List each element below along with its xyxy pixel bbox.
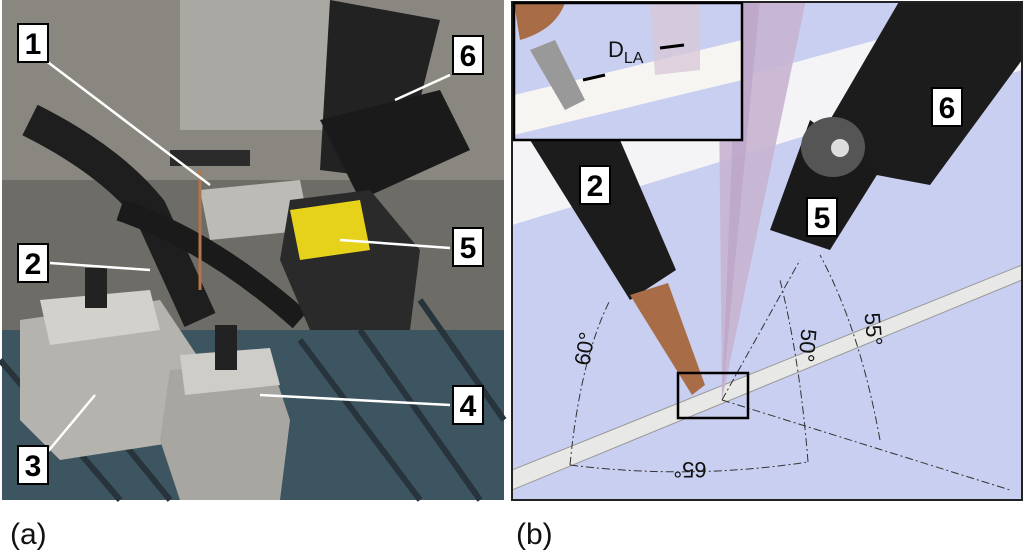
label-a-1: 1 bbox=[17, 23, 49, 63]
svg-text:6: 6 bbox=[939, 92, 956, 125]
svg-text:50°: 50° bbox=[794, 328, 822, 363]
label-b-6: 6 bbox=[931, 87, 963, 127]
svg-text:6: 6 bbox=[460, 40, 477, 73]
dla-label: DLA bbox=[608, 37, 644, 67]
label-a-6: 6 bbox=[452, 35, 484, 75]
label-a-5: 5 bbox=[452, 227, 484, 267]
svg-text:5: 5 bbox=[814, 202, 831, 235]
svg-text:2: 2 bbox=[587, 170, 604, 203]
svg-text:2: 2 bbox=[25, 248, 42, 281]
svg-text:55°: 55° bbox=[860, 312, 888, 347]
svg-text:65°: 65° bbox=[673, 457, 706, 482]
svg-text:1: 1 bbox=[25, 28, 42, 61]
panel-a-photo bbox=[0, 0, 507, 502]
svg-text:60°: 60° bbox=[569, 330, 599, 367]
label-b-2: 2 bbox=[579, 165, 611, 205]
svg-text:4: 4 bbox=[460, 390, 477, 423]
caption-a: (a) bbox=[10, 518, 47, 551]
inset-zoom: DLA bbox=[512, 1, 744, 142]
label-a-4: 4 bbox=[452, 385, 484, 425]
caption-b: (b) bbox=[516, 518, 553, 551]
label-b-5: 5 bbox=[806, 197, 838, 237]
label-a-2: 2 bbox=[17, 243, 49, 283]
label-a-3: 3 bbox=[17, 445, 49, 485]
svg-text:3: 3 bbox=[25, 450, 42, 483]
panel-a-arrows bbox=[44, 59, 451, 456]
svg-text:5: 5 bbox=[460, 232, 477, 265]
inset-marker-box bbox=[676, 371, 750, 420]
